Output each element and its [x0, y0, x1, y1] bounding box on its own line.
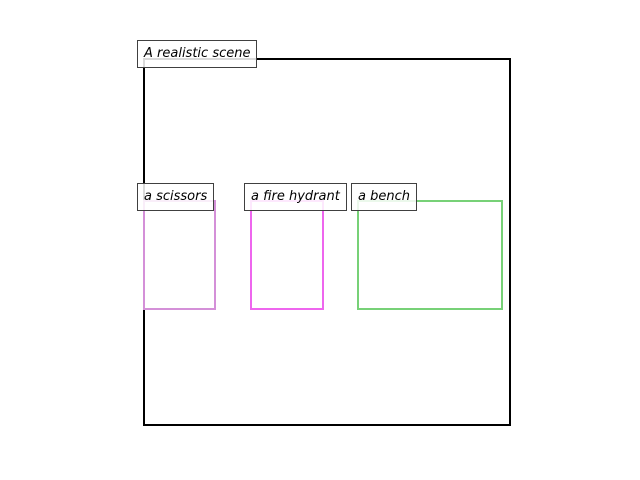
- scissors-caption: a scissors: [137, 183, 215, 211]
- bench-box: [357, 200, 503, 310]
- fire-hydrant-caption: a fire hydrant: [244, 183, 347, 211]
- fire-hydrant-box: [250, 200, 324, 310]
- scene-caption: A realistic scene: [137, 40, 258, 68]
- scissors-box: [143, 200, 216, 310]
- bench-caption: a bench: [351, 183, 417, 211]
